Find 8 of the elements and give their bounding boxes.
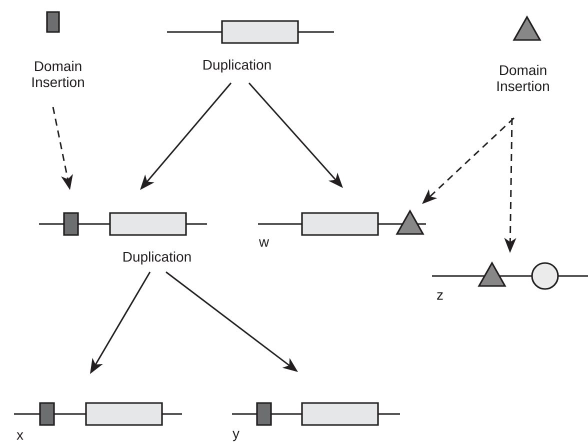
- step-label: Duplication: [204, 59, 271, 73]
- step-label: Duplication: [124, 251, 191, 265]
- gene-label: y: [232, 430, 240, 442]
- gene-label: z: [437, 292, 443, 300]
- step-label: Domain Insertion: [497, 64, 549, 92]
- step-label: Domain Insertion: [32, 60, 84, 88]
- gene-label: x: [16, 432, 24, 440]
- gene-label: w: [258, 239, 270, 247]
